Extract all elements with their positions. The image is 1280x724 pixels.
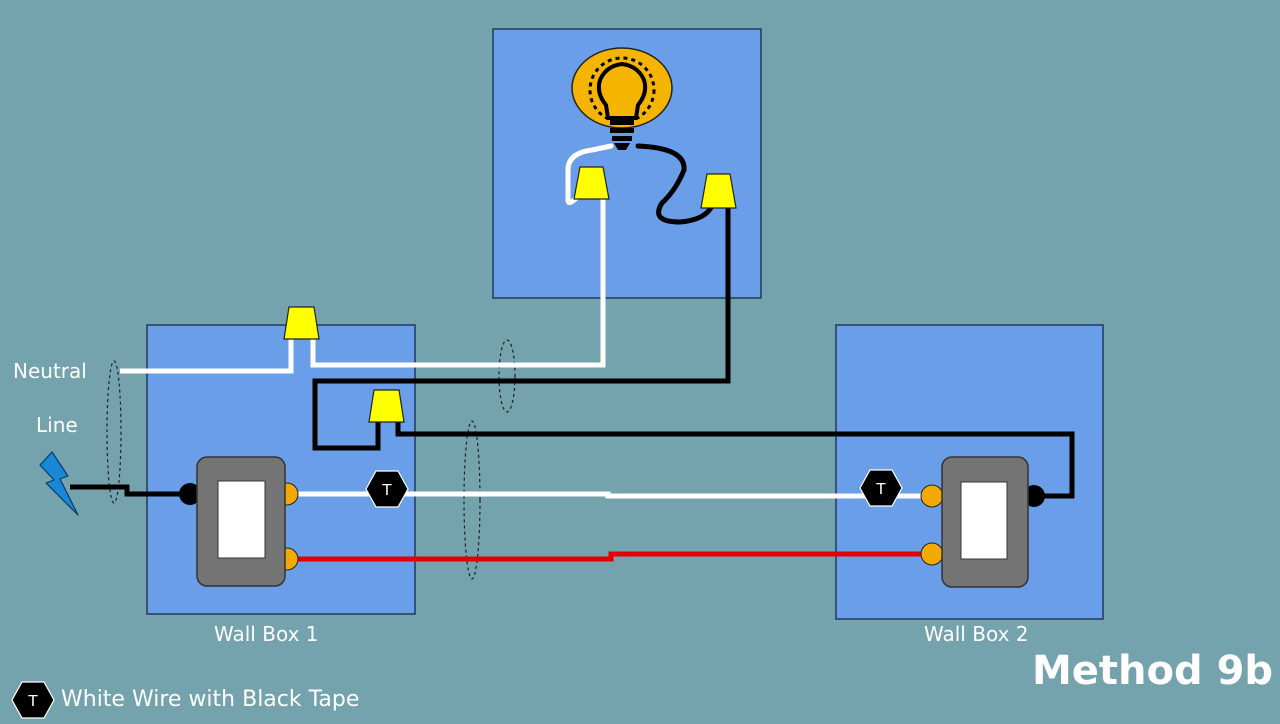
taped-wire-traveler: [295, 491, 922, 499]
cable-bundle-switch: [463, 420, 481, 580]
three-way-switch-2: [920, 456, 1045, 588]
line-label: Line: [36, 413, 78, 437]
wire-nut-icon: [368, 389, 405, 423]
tape-marker-label: T: [381, 481, 392, 499]
common-wire-box2: [395, 422, 1075, 499]
light-bulb-icon: [571, 47, 673, 150]
tape-marker-icon: T: [859, 469, 903, 507]
red-traveler-wire: [295, 551, 922, 562]
wire-nut-icon: [573, 166, 610, 200]
wall-box-1-label: Wall Box 1: [214, 622, 319, 646]
hot-wire-light-lead: [635, 143, 715, 225]
lightning-bolt-icon: [39, 451, 79, 516]
neutral-wire-to-light: [310, 198, 606, 368]
legend-text: White Wire with Black Tape: [61, 687, 360, 712]
tape-marker-label: T: [875, 480, 886, 498]
neutral-wire-light-lead: [565, 143, 614, 206]
cable-bundle-line: [106, 360, 122, 504]
wall-box-2-label: Wall Box 2: [924, 622, 1029, 646]
wire-nut-icon: [283, 306, 320, 340]
tape-marker-icon: T: [365, 470, 409, 508]
neutral-label: Neutral: [13, 359, 87, 383]
neutral-wire-in: [120, 338, 294, 374]
legend-tape-marker-icon: T: [11, 681, 55, 719]
switched-hot-to-light: [312, 208, 731, 451]
three-way-switch-1: [179, 456, 299, 587]
line-hot-wire: [70, 484, 185, 497]
legend-symbol: T: [27, 692, 38, 710]
method-title: Method 9b: [1032, 648, 1274, 694]
wire-nut-icon: [700, 173, 737, 209]
cable-bundle-light: [498, 339, 516, 413]
